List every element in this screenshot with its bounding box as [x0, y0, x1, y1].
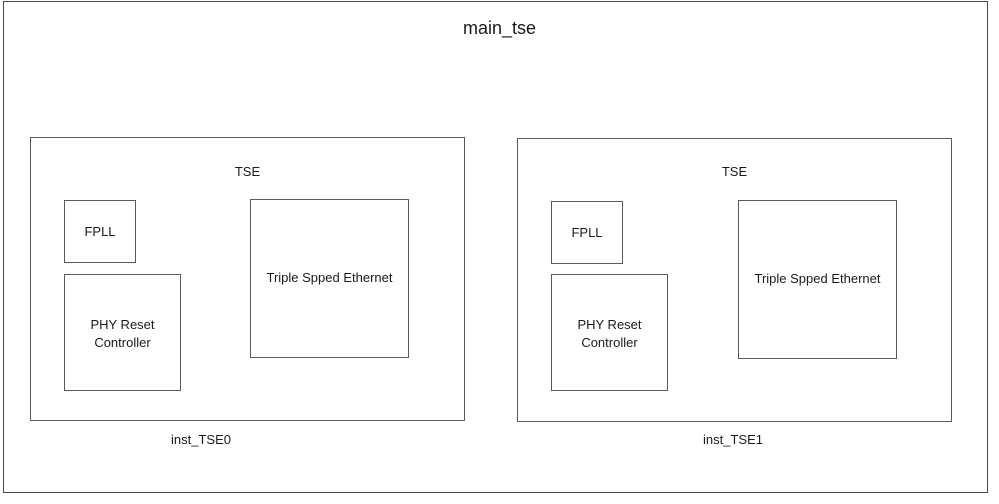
- fpll-label-1: FPLL: [571, 225, 603, 240]
- fpll-block-1: FPLL: [551, 201, 623, 264]
- fpll-label-0: FPLL: [84, 224, 116, 239]
- phy-label-line1-1: PHY Reset: [577, 317, 642, 332]
- tse-core-label-1: Triple Spped Ethernet: [754, 271, 881, 286]
- instance-name-1: inst_TSE1: [703, 432, 763, 447]
- triple-speed-ethernet-block-0: Triple Spped Ethernet: [250, 199, 409, 358]
- phy-reset-controller-block-1: PHY Reset Controller: [551, 274, 668, 391]
- diagram-title: main_tse: [462, 18, 537, 38]
- phy-label-line2-0: Controller: [94, 335, 151, 350]
- tse-instance-1-label: TSE: [721, 164, 748, 179]
- phy-label-line1-0: PHY Reset: [90, 317, 155, 332]
- tse-instance-0-label: TSE: [234, 164, 261, 179]
- phy-reset-controller-block-0: PHY Reset Controller: [64, 274, 181, 391]
- triple-speed-ethernet-block-1: Triple Spped Ethernet: [738, 200, 897, 359]
- phy-label-line2-1: Controller: [581, 335, 638, 350]
- fpll-block-0: FPLL: [64, 200, 136, 263]
- tse-core-label-0: Triple Spped Ethernet: [266, 270, 393, 285]
- instance-name-0: inst_TSE0: [171, 432, 231, 447]
